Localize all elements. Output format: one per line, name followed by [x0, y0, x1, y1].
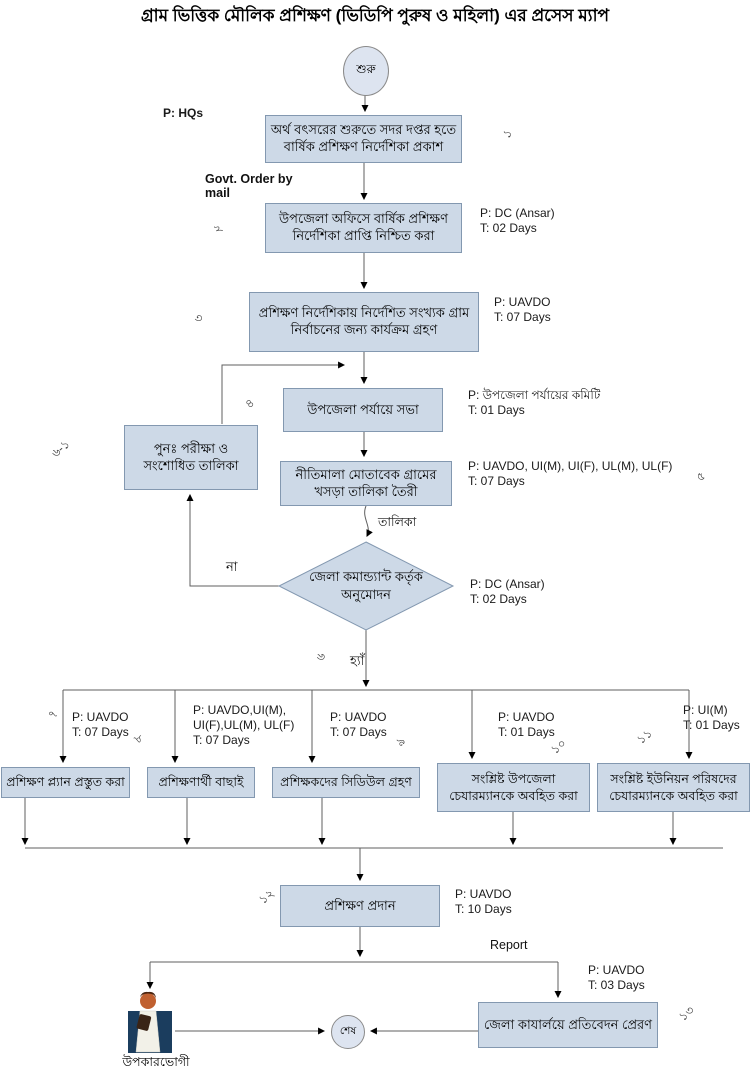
- annotation-13: P: UAVDO T: 03 Days: [588, 963, 645, 993]
- revision-box: পুনঃ পরীক্ষা ও সংশোধিত তালিকা: [124, 425, 258, 490]
- annotation-1: P: HQs: [163, 106, 203, 121]
- annotation-5-p: P: UAVDO, UI(M), UI(F), UL(M), UL(F): [468, 459, 673, 473]
- step-7-box: প্রশিক্ষণ প্ল্যান প্রস্তুত করা: [1, 767, 130, 798]
- no-label: না: [226, 559, 238, 574]
- step-8-box: প্রশিক্ষণার্থী বাছাই: [147, 767, 255, 798]
- annotation-8: P: UAVDO,UI(M), UI(F),UL(M), UL(F) T: 07…: [193, 703, 298, 748]
- annotation-11: P: UI(M) T: 01 Days: [683, 703, 740, 733]
- annotation-3-p: P: UAVDO: [494, 295, 551, 309]
- annotation-7: P: UAVDO T: 07 Days: [72, 710, 129, 740]
- decision-label: জেলা কমান্ড্যান্ট কর্তৃক অনুমোদন: [309, 569, 423, 602]
- annotation-12: P: UAVDO T: 10 Days: [455, 887, 512, 917]
- step-3-box: প্রশিক্ষণ নির্দেশিকায় নির্দেশিত সংখ্যক …: [249, 292, 479, 352]
- annotation-7-p: P: UAVDO: [72, 710, 129, 724]
- person-head: [140, 993, 156, 1009]
- step-9-box: প্রশিক্ষকদের সিডিউল গ্রহণ: [272, 767, 420, 798]
- edge-n5-to-decision: [364, 505, 373, 537]
- step-4-box: উপজেলা পর্যায়ে সভা: [283, 388, 443, 432]
- annotation-11-p: P: UI(M): [683, 703, 728, 717]
- annotation-3: P: UAVDO T: 07 Days: [494, 295, 551, 325]
- annotation-12-t: T: 10 Days: [455, 902, 512, 916]
- annotation-4: P: উপজেলা পর্যায়ের কমিটি T: 01 Days: [468, 388, 643, 418]
- beneficiary-caption: উপকারভোগী: [122, 1055, 190, 1069]
- annotation-8-t: T: 07 Days: [193, 733, 250, 747]
- annotation-6-t: T: 02 Days: [470, 592, 527, 606]
- yes-label: হ্যাঁ: [350, 653, 365, 668]
- annotation-6: P: DC (Ansar) T: 02 Days: [470, 577, 545, 607]
- edge-rev-feedback: [221, 361, 346, 424]
- end-label: শেষ: [339, 1024, 357, 1037]
- annotation-9-p: P: UAVDO: [330, 710, 387, 724]
- annotation-4-t: T: 01 Days: [468, 403, 525, 417]
- annotation-11-t: T: 01 Days: [683, 718, 740, 732]
- person-bundle: [136, 1014, 152, 1031]
- step-1-box: অর্থ বৎসরের শুরুতে সদর দপ্তর হতে বার্ষিক…: [265, 115, 462, 163]
- list-label: তালিকা: [378, 515, 417, 529]
- page-title: গ্রাম ভিত্তিক মৌলিক প্রশিক্ষণ (ভিডিপি পু…: [140, 6, 610, 25]
- annotation-10: P: UAVDO T: 01 Days: [498, 710, 555, 740]
- annotation-9-t: T: 07 Days: [330, 725, 387, 739]
- annotation-10-t: T: 01 Days: [498, 725, 555, 739]
- annotation-5: P: UAVDO, UI(M), UI(F), UL(M), UL(F) T: …: [468, 459, 728, 489]
- annotation-1-p: P: HQs: [163, 106, 204, 120]
- step-12-box: প্রশিক্ষণ প্রদান: [280, 885, 440, 927]
- decision-diamond: [277, 541, 455, 631]
- step-2-box: উপজেলা অফিসে বার্ষিক প্রশিক্ষণ নির্দেশিক…: [265, 203, 462, 253]
- step-11-box: সংশ্লিষ্ট ইউনিয়ন পরিষদের চেযারম্যানকে অ…: [597, 763, 750, 812]
- annotation-5-t: T: 07 Days: [468, 474, 525, 488]
- edge-decision-no: [186, 493, 279, 587]
- end-terminator: শেষ: [331, 1015, 365, 1049]
- annotation-3-t: T: 07 Days: [494, 310, 551, 324]
- step-10-box: সংশ্লিষ্ট উপজেলা চেযারম্যানকে অবহিত করা: [437, 763, 590, 812]
- beneficiary-person-icon: [128, 991, 172, 1053]
- person-hair: [140, 991, 156, 998]
- annotation-2-p: P: DC (Ansar): [480, 206, 555, 220]
- annotation-6-p: P: DC (Ansar): [470, 577, 545, 591]
- step-13-box: জেলা কাযার্লয়ে প্রতিবেদন প্রেরণ: [478, 1002, 658, 1048]
- annotation-13-p: P: UAVDO: [588, 963, 645, 977]
- annotation-7-t: T: 07 Days: [72, 725, 129, 739]
- annotation-4-p: P: উপজেলা পর্যায়ের কমিটি: [468, 388, 601, 402]
- annotation-10-p: P: UAVDO: [498, 710, 555, 724]
- annotation-12-p: P: UAVDO: [455, 887, 512, 901]
- annotation-2: P: DC (Ansar) T: 02 Days: [480, 206, 555, 236]
- annotation-9: P: UAVDO T: 07 Days: [330, 710, 387, 740]
- step-5-box: নীতিমালা মোতাবেক গ্রামের খসড়া তালিকা তৈ…: [280, 461, 452, 506]
- annotation-13-t: T: 03 Days: [588, 978, 645, 992]
- report-label: Report: [490, 938, 528, 952]
- start-terminator: শুরু: [343, 46, 389, 96]
- annotation-8-p: P: UAVDO,UI(M), UI(F),UL(M), UL(F): [193, 703, 295, 732]
- start-label: শুরু: [356, 62, 376, 76]
- govt-order-label: Govt. Order by mail: [205, 172, 293, 200]
- annotation-2-t: T: 02 Days: [480, 221, 537, 235]
